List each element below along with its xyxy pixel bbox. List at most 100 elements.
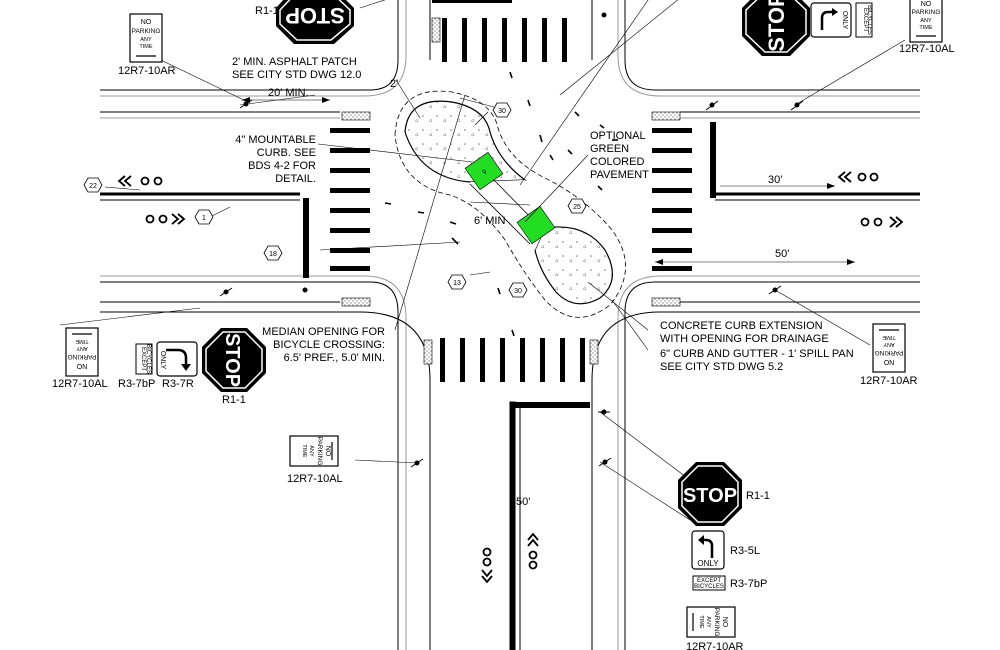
except-text: EXCEPT [140,347,146,371]
stop-text: STOP [285,3,345,28]
dimension-lines [242,99,855,640]
callout-line: COLORED [590,156,644,168]
no-parking-sign-bottom: NO PARKING ANY TIME 12R7-10AR [686,606,744,650]
callout-line: SEE CITY STD DWG 5.2 [660,361,783,373]
callout-line: 4" MOUNTABLE [235,134,316,146]
bubble-30-bottom [508,282,528,298]
any-text: ANY [920,18,932,24]
no-parking-sign-center: NO PARKING ANY TIME 12R7-10AL [287,435,343,485]
bubble-18 [263,245,283,261]
callout-line: DETAIL. [275,173,316,185]
sign-code: 12R7-10AL [899,43,955,55]
bubble-label: 22 [89,183,97,190]
sign-code: 12R7-10AR [860,375,918,387]
sign-code: R3-7R [162,378,194,390]
time-text: TIME [139,44,152,50]
chevron-right-icon [171,213,186,225]
bubble-22 [83,177,103,193]
sign-code: R1-1 [255,5,279,17]
stop-sign-top: STOP R1-1 [255,0,354,44]
sign-code: 12R7-10AL [52,378,108,390]
callout-line: 6" CURB AND GUTTER - 1' SPILL PAN [660,348,854,360]
only-sign-top-right: ONLY EXCEPT BICYCLES [810,2,873,38]
crosswalk-west [330,128,370,271]
stop-sign-top-right: STOP [742,0,810,56]
stop-text: STOP [683,485,737,507]
only-sign-bottom-right: ONLY R3-5L EXCEPT BICYCLES R3-7bP [691,530,767,591]
chevron-left-icon [837,171,852,183]
sign-posts [219,12,804,468]
any-text: ANY [140,37,152,43]
chevron-right-icon [889,216,904,228]
bubble-label: 25 [573,204,581,211]
stop-text: STOP [221,333,243,387]
dim-30: 30' [768,174,782,186]
no-text: NO [324,446,331,457]
parking-text: PARKING [875,349,904,356]
bubble-25 [567,198,587,214]
sign-code: R1-1 [746,490,770,502]
no-text: NO [141,19,152,26]
crosswalk-south [440,338,585,382]
callout-line: BICYCLE CROSSING: [273,339,385,351]
bubble-label: 1 [202,215,206,222]
dim-6-min: 6' MIN [474,215,505,227]
stop-sign-bottom-right: STOP R1-1 [678,462,770,526]
bike-lane-south [509,401,521,650]
bike-lane-symbols [117,171,904,584]
callout-line: MEDIAN OPENING FOR [262,326,385,338]
green-pavement-patch [516,205,556,245]
turn-arrow-icon [166,348,188,366]
dimension-labels: 2' 20' MIN. 30' 50' 6' MIN 50' [268,78,789,508]
sign-code: 12R7-10AL [287,473,343,485]
any-text: ANY [883,341,895,347]
callout-line: 6.5' PREF., 5.0' MIN. [284,352,385,364]
only-text: ONLY [697,559,719,568]
callout-line: OPTIONAL [590,130,646,142]
callout-line: GREEN [590,143,629,155]
crosswalk-east [652,128,692,271]
except-text: EXCEPT [697,578,721,584]
curb-lines [100,0,920,650]
callout-line: BDS 4-2 FOR [248,160,316,172]
no-parking-sign-top-right: NO PARKING ANY TIME 12R7-10AL [899,0,955,55]
chevron-down-icon [481,569,493,584]
turn-arrow-icon [820,10,834,30]
time-text: TIME [919,25,932,31]
callout-median-opening: MEDIAN OPENING FOR BICYCLE CROSSING: 6.5… [262,326,385,364]
any-text: ANY [308,445,314,457]
bubble-label: 18 [269,251,277,258]
parking-text: PARKING [316,437,323,466]
callout-line: CONCRETE CURB EXTENSION [660,320,823,332]
only-text: ONLY [841,11,848,30]
sign-code: 12R7-10AR [686,641,744,650]
callout-line: CURB. SEE [257,147,316,159]
sign-code: R3-5L [730,545,760,557]
bike-symbol-icon: ⚲ [481,168,489,176]
bicycles-text: BICYCLES [866,5,872,35]
no-parking-sign-left: NO PARKING ANY TIME 12R7-10AL [52,327,108,390]
bike-crossing-dashes [384,71,618,337]
only-text: ONLY [159,351,166,370]
callout-line: 2' MIN. ASPHALT PATCH [232,56,357,68]
time-text: TIME [75,338,88,344]
bubble-label: 30 [514,288,522,295]
no-text: NO [721,617,728,628]
crosswalk-north [432,0,567,62]
no-parking-sign-right: NO PARKING ANY TIME 12R7-10AR [860,323,918,387]
chevron-left-icon [117,175,132,187]
bicycles-text: BICYCLES [145,344,151,374]
bubble-label: 30 [498,108,506,115]
stop-text: STOP [764,0,789,52]
no-parking-sign-top-left: NO PARKING ANY TIME 12R7-10AR [118,13,176,77]
bubble-labels: 30 25 22 1 18 13 30 [89,108,581,295]
callout-line: SEE CITY STD DWG 12.0 [232,69,361,81]
dim-50-right: 50' [775,248,789,260]
stop-sign-left: STOP R1-1 [202,328,266,406]
parking-text: PARKING [68,353,97,360]
no-text: NO [76,362,87,369]
any-text: ANY [76,345,88,351]
except-text: EXCEPT [862,8,868,32]
